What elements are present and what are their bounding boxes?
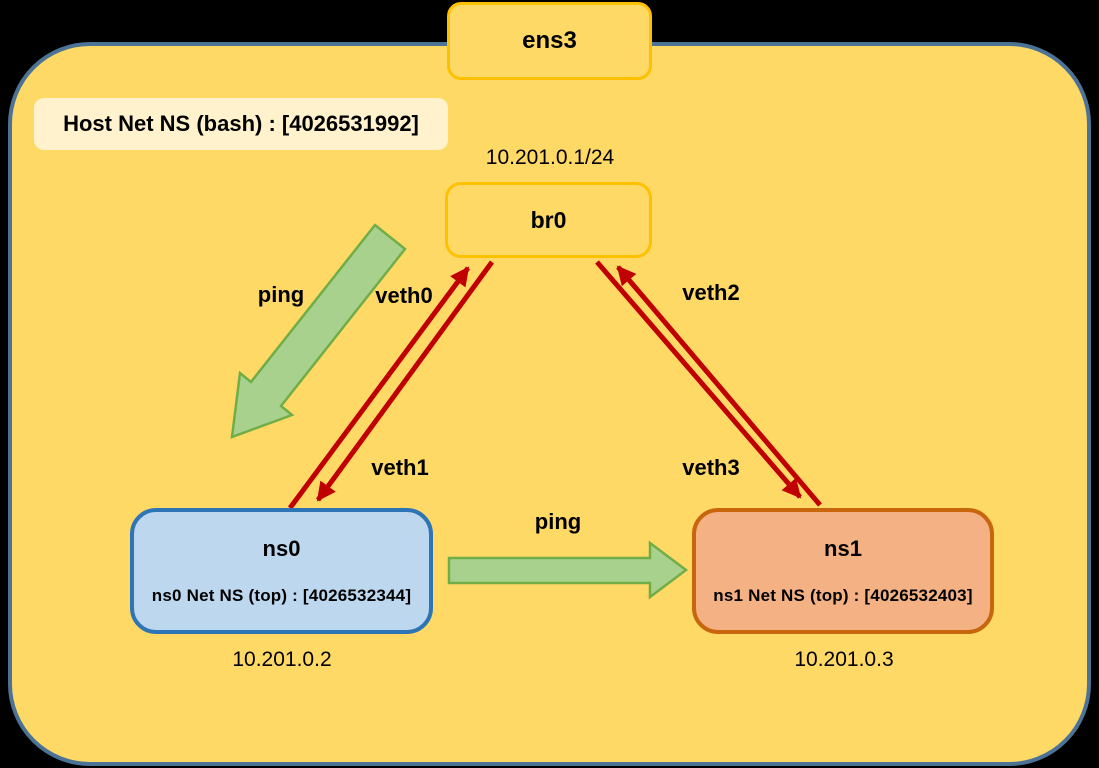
veth2-arrow [616, 265, 822, 507]
ns0-ip-label: 10.201.0.2 [232, 648, 332, 671]
br0-ip-label: 10.201.0.1/24 [485, 146, 615, 169]
veth3-label: veth3 [682, 455, 740, 480]
veth1-arrow [315, 260, 495, 502]
br0-label: br0 [530, 206, 567, 233]
node-ns0: ns0 ns0 Net NS (top) : [4026532344] [130, 508, 433, 634]
ping-label-host-to-ns0: ping [257, 282, 305, 307]
host-netns-badge-label: Host Net NS (bash) : [4026531992] [63, 111, 419, 136]
host-netns-badge: Host Net NS (bash) : [4026531992] [34, 98, 448, 150]
veth0-label: veth0 [375, 283, 433, 308]
host-netns-container [8, 42, 1091, 766]
ns1-ip-label: 10.201.0.3 [794, 648, 894, 671]
node-ns1: ns1 ns1 Net NS (top) : [4026532403] [692, 508, 994, 634]
ns0-netns-badge: ns0 Net NS (top) : [4026532344] [151, 586, 412, 605]
ping-arrow-host-to-ns0 [230, 223, 407, 439]
ping-label-ns0-to-ns1: ping [534, 509, 582, 534]
ns1-netns-badge: ns1 Net NS (top) : [4026532403] [713, 586, 973, 605]
veth0-arrow [287, 266, 471, 510]
veth3-arrow [595, 260, 802, 499]
ns0-label: ns0 [262, 536, 301, 561]
ens3-label: ens3 [522, 27, 577, 54]
ping-arrow-ns0-to-ns1 [447, 540, 689, 600]
node-ens3: ens3 [447, 2, 652, 80]
veth2-label: veth2 [682, 280, 740, 305]
ns1-label: ns1 [824, 536, 862, 561]
node-br0: br0 [445, 182, 652, 258]
veth1-label: veth1 [371, 455, 429, 480]
